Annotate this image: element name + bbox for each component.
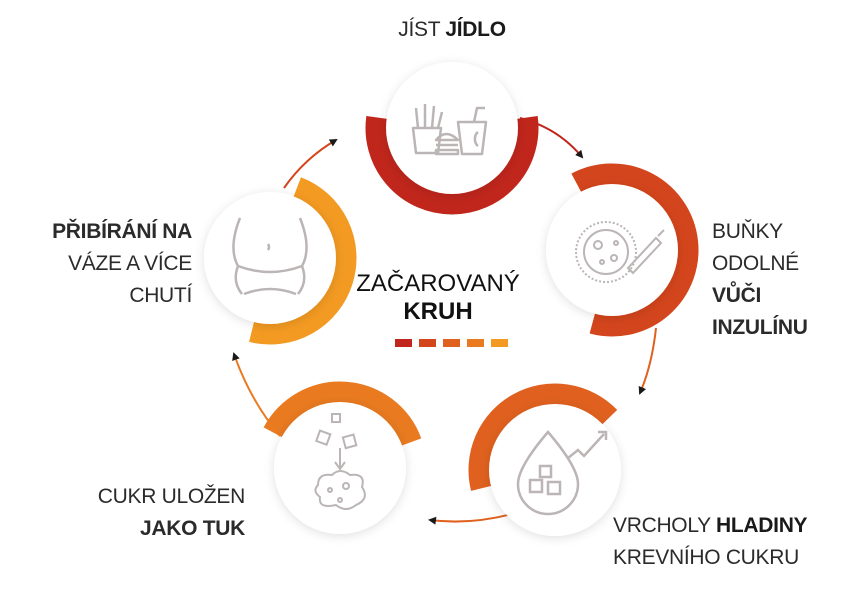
- blood-sugar-icon: [516, 430, 608, 516]
- label-weight-line3: CHUTÍ: [129, 284, 192, 307]
- arrow-weight-to-eat: [283, 138, 338, 189]
- arc-weight: [249, 177, 357, 345]
- arrow-sugar-to-fat: [428, 513, 513, 525]
- label-weight: PŘIBÍRÁNÍ NA VÁZE A VÍCE CHUTÍ: [0, 216, 192, 312]
- label-sugar-bold: HLADINY: [716, 514, 808, 537]
- label-sugar-line2: KREVNÍHO CUKRU: [613, 546, 799, 569]
- label-fat-line1: CUKR ULOŽEN: [97, 485, 246, 508]
- label-insulin-line3: VŮČI: [712, 284, 761, 307]
- circle-eat: [386, 62, 518, 194]
- label-eat-bold: JÍDLO: [445, 18, 506, 41]
- label-eat: JÍST JÍDLO: [352, 14, 552, 46]
- label-insulin-line1: BUŇKY: [712, 220, 783, 243]
- label-weight-line1: PŘIBÍRÁNÍ NA: [52, 220, 192, 243]
- label-fat-line2: JAKO TUK: [140, 517, 245, 540]
- belly-icon: [232, 217, 308, 296]
- arc-fat: [263, 381, 422, 446]
- label-insulin-line2: ODOLNÉ: [712, 252, 799, 275]
- color-bar: [491, 339, 508, 347]
- color-bar: [419, 339, 436, 347]
- label-insulin: BUŇKY ODOLNÉ VŮČI INZULÍNU: [712, 216, 808, 344]
- sugar-to-fat-icon: [314, 413, 366, 510]
- arc-insulin: [571, 163, 699, 337]
- arc-sugar: [468, 383, 618, 491]
- arrow-eat-to-insulin: [519, 117, 584, 159]
- label-fat: CUKR ULOŽEN JAKO TUK: [45, 481, 246, 545]
- cell-syringe-icon: [575, 221, 665, 283]
- label-sugar: VRCHOLY HLADINY KREVNÍHO CUKRU: [613, 510, 808, 574]
- arrow-fat-to-weight: [232, 352, 281, 437]
- fast-food-icon: [411, 104, 488, 156]
- circle-weight: [204, 192, 336, 324]
- label-weight-line2: VÁZE A VÍCE: [68, 252, 192, 275]
- circle-insulin: [546, 184, 678, 316]
- arrow-insulin-to-sugar: [638, 327, 657, 395]
- circle-sugar: [489, 404, 621, 536]
- label-sugar-normal: VRCHOLY: [613, 514, 717, 537]
- center-title-line1: ZAČAROVANÝ: [356, 270, 520, 297]
- label-insulin-line4: INZULÍNU: [712, 316, 808, 339]
- color-legend-bars: [395, 339, 508, 347]
- color-bar: [443, 339, 460, 347]
- color-bar: [467, 339, 484, 347]
- center-title-line2: KRUH: [403, 298, 473, 325]
- label-eat-normal: JÍST: [398, 18, 446, 41]
- center-title: ZAČAROVANÝ KRUH: [338, 270, 538, 326]
- arc-eat: [365, 115, 539, 215]
- color-bar: [395, 339, 412, 347]
